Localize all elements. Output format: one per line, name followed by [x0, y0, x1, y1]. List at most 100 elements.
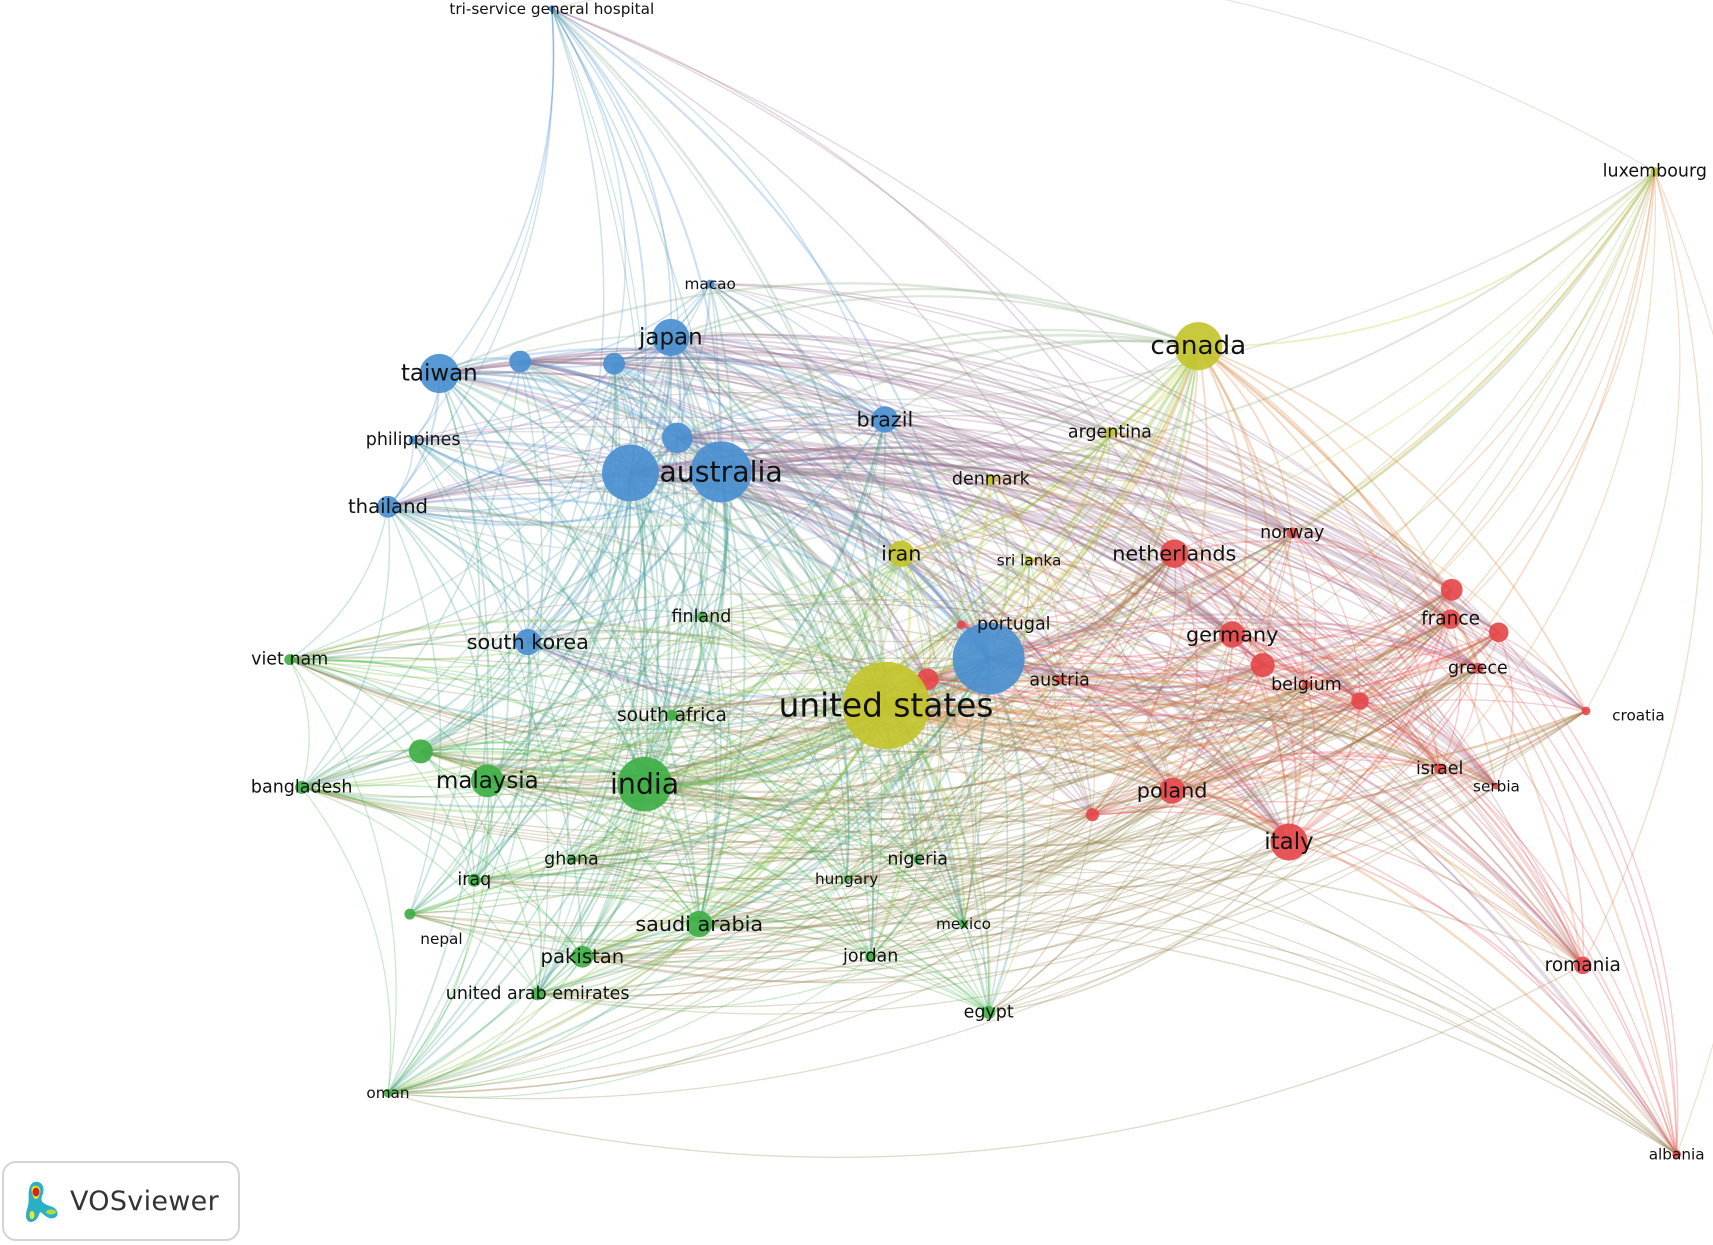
node-label-jordan[interactable]: jordan	[842, 947, 898, 967]
node-viet-nam[interactable]	[284, 654, 296, 666]
node-croatia[interactable]	[1581, 706, 1591, 716]
node-label-belgium[interactable]: belgium	[1271, 675, 1342, 695]
node-label-denmark[interactable]: denmark	[952, 469, 1031, 489]
node-canada[interactable]	[1174, 322, 1223, 371]
node-label-india[interactable]: india	[610, 768, 679, 801]
node-label-portugal[interactable]: portugal	[977, 615, 1051, 635]
node-label-south-africa[interactable]: south africa	[617, 705, 727, 726]
node-finland[interactable]	[697, 612, 706, 622]
node-serbia[interactable]	[1493, 783, 1500, 790]
node-label-albania[interactable]: albania	[1649, 1145, 1705, 1163]
node-poland[interactable]	[1159, 777, 1186, 804]
node-iraq[interactable]	[467, 873, 481, 887]
node-pakistan[interactable]	[571, 945, 594, 968]
node-label-thailand[interactable]: thailand	[348, 495, 428, 518]
node-netherlands[interactable]	[1160, 539, 1189, 568]
node-sri-lanka[interactable]	[1024, 555, 1034, 565]
node-brazil[interactable]	[871, 406, 898, 433]
node-unlabeled[interactable]	[1250, 653, 1275, 678]
node-label-germany[interactable]: germany	[1186, 623, 1278, 647]
node-unlabeled[interactable]	[603, 352, 625, 375]
node-label-netherlands[interactable]: netherlands	[1112, 542, 1236, 566]
node-label-oman[interactable]: oman	[366, 1084, 409, 1102]
node-label-united-arab-emirates[interactable]: united arab emirates	[446, 984, 630, 1004]
node-label-ghana[interactable]: ghana	[544, 849, 599, 869]
node-nepal[interactable]	[404, 908, 416, 920]
node-tri-service-general-hospital[interactable]	[548, 5, 556, 13]
node-label-japan[interactable]: japan	[638, 324, 703, 350]
node-unlabeled[interactable]	[1488, 622, 1509, 643]
node-label-south-korea[interactable]: south korea	[467, 630, 589, 654]
node-label-australia[interactable]: australia	[659, 455, 783, 488]
node-label-italy[interactable]: italy	[1264, 829, 1313, 855]
node-malaysia[interactable]	[470, 764, 504, 798]
node-label-taiwan[interactable]: taiwan	[401, 361, 478, 387]
node-taiwan[interactable]	[419, 353, 459, 394]
node-label-tri-service-general-hospital[interactable]: tri-service general hospital	[449, 0, 654, 18]
node-macao[interactable]	[705, 279, 715, 289]
node-ghana[interactable]	[567, 855, 576, 864]
node-jordan[interactable]	[865, 951, 877, 963]
node-label-sri-lanka[interactable]: sri lanka	[997, 551, 1062, 569]
node-label-hungary[interactable]: hungary	[815, 870, 878, 888]
node-unlabeled[interactable]	[1085, 808, 1099, 822]
node-india[interactable]	[617, 756, 672, 812]
node-label-canada[interactable]: canada	[1150, 331, 1246, 361]
node-hungary[interactable]	[843, 875, 850, 883]
node-label-finland[interactable]: finland	[672, 607, 732, 627]
node-label-bangladesh[interactable]: bangladesh	[251, 777, 353, 797]
node-unlabeled[interactable]	[662, 422, 693, 454]
node-united-arab-emirates[interactable]	[531, 987, 545, 1001]
node-label-croatia[interactable]: croatia	[1612, 706, 1665, 724]
node-label-iran[interactable]: iran	[881, 542, 921, 566]
node-japan[interactable]	[652, 318, 690, 357]
node-label-mexico[interactable]: mexico	[936, 915, 991, 933]
node-mexico[interactable]	[959, 919, 968, 929]
node-label-egypt[interactable]: egypt	[964, 1002, 1014, 1022]
node-norway[interactable]	[1286, 527, 1298, 539]
node-portugal[interactable]	[956, 620, 966, 630]
node-romania[interactable]	[1574, 956, 1592, 975]
node-iran[interactable]	[888, 540, 915, 567]
node-label-norway[interactable]: norway	[1260, 523, 1324, 543]
node-label-saudi-arabia[interactable]: saudi arabia	[635, 912, 763, 936]
node-label-brazil[interactable]: brazil	[856, 407, 913, 431]
node-bangladesh[interactable]	[295, 780, 309, 794]
node-unlabeled[interactable]	[602, 444, 659, 502]
node-label-argentina[interactable]: argentina	[1068, 422, 1152, 442]
node-south-korea[interactable]	[514, 629, 541, 656]
node-label-austria[interactable]: austria	[1029, 670, 1089, 690]
node-label-macao[interactable]: macao	[684, 275, 735, 293]
node-denmark[interactable]	[985, 473, 997, 485]
node-oman[interactable]	[383, 1088, 393, 1098]
node-unlabeled[interactable]	[1440, 578, 1463, 601]
node-label-philippines[interactable]: philippines	[366, 430, 461, 450]
node-italy[interactable]	[1270, 823, 1308, 861]
node-united-states[interactable]	[842, 661, 930, 750]
node-label-nigeria[interactable]: nigeria	[887, 849, 948, 869]
node-australia[interactable]	[690, 441, 752, 503]
node-philippines[interactable]	[408, 435, 418, 445]
node-egypt[interactable]	[982, 1005, 996, 1019]
node-label-viet-nam[interactable]: viet nam	[251, 650, 328, 670]
node-south-africa[interactable]	[666, 709, 678, 721]
node-label-romania[interactable]: romania	[1545, 955, 1621, 976]
node-thailand[interactable]	[377, 495, 399, 518]
node-belgium[interactable]	[1302, 680, 1311, 690]
node-label-nepal[interactable]: nepal	[420, 930, 462, 948]
node-austria[interactable]	[1055, 676, 1064, 685]
node-label-pakistan[interactable]: pakistan	[540, 945, 624, 968]
node-luxembourg[interactable]	[1650, 167, 1660, 176]
node-label-serbia[interactable]: serbia	[1473, 777, 1520, 795]
node-label-israel[interactable]: israel	[1416, 759, 1463, 779]
node-label-france[interactable]: france	[1421, 609, 1480, 630]
node-label-poland[interactable]: poland	[1137, 779, 1208, 803]
node-label-united-states[interactable]: united states	[779, 687, 994, 725]
node-albania[interactable]	[1672, 1149, 1682, 1159]
node-label-luxembourg[interactable]: luxembourg	[1603, 161, 1707, 181]
node-germany[interactable]	[1219, 621, 1246, 648]
node-unlabeled[interactable]	[408, 739, 433, 764]
node-nigeria[interactable]	[913, 855, 923, 864]
node-argentina[interactable]	[1104, 427, 1116, 438]
